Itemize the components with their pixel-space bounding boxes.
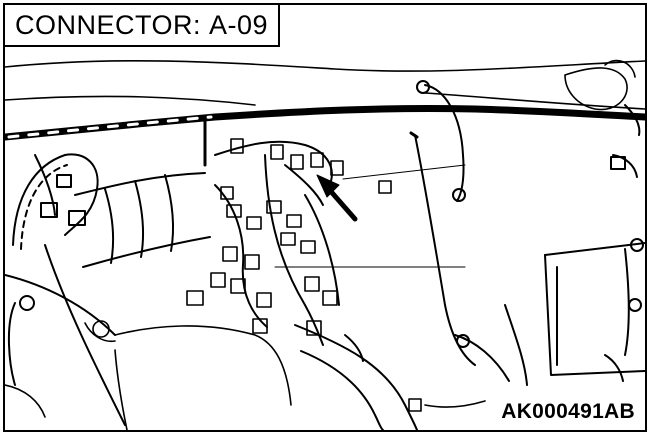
diagram-frame: CONNECTOR:A-09 [3,3,647,432]
leader-lines [274,164,466,268]
lower-hose [294,324,418,430]
right-harness [409,80,641,386]
battery-housing [544,238,645,382]
body-panel-outline [5,59,645,111]
left-harness-branch [7,153,99,386]
engine-block-outline [5,320,486,430]
connector-id: A-09 [209,10,269,40]
connector-cluster [186,138,392,346]
main-harness [5,104,645,167]
pointer-arrow [316,174,358,222]
title-label: CONNECTOR [15,10,194,40]
diagram-title: CONNECTOR:A-09 [5,5,281,47]
intake-hose [5,172,211,426]
engine-bay-illustration [5,59,645,430]
figure-code: AK000491AB [499,400,637,424]
